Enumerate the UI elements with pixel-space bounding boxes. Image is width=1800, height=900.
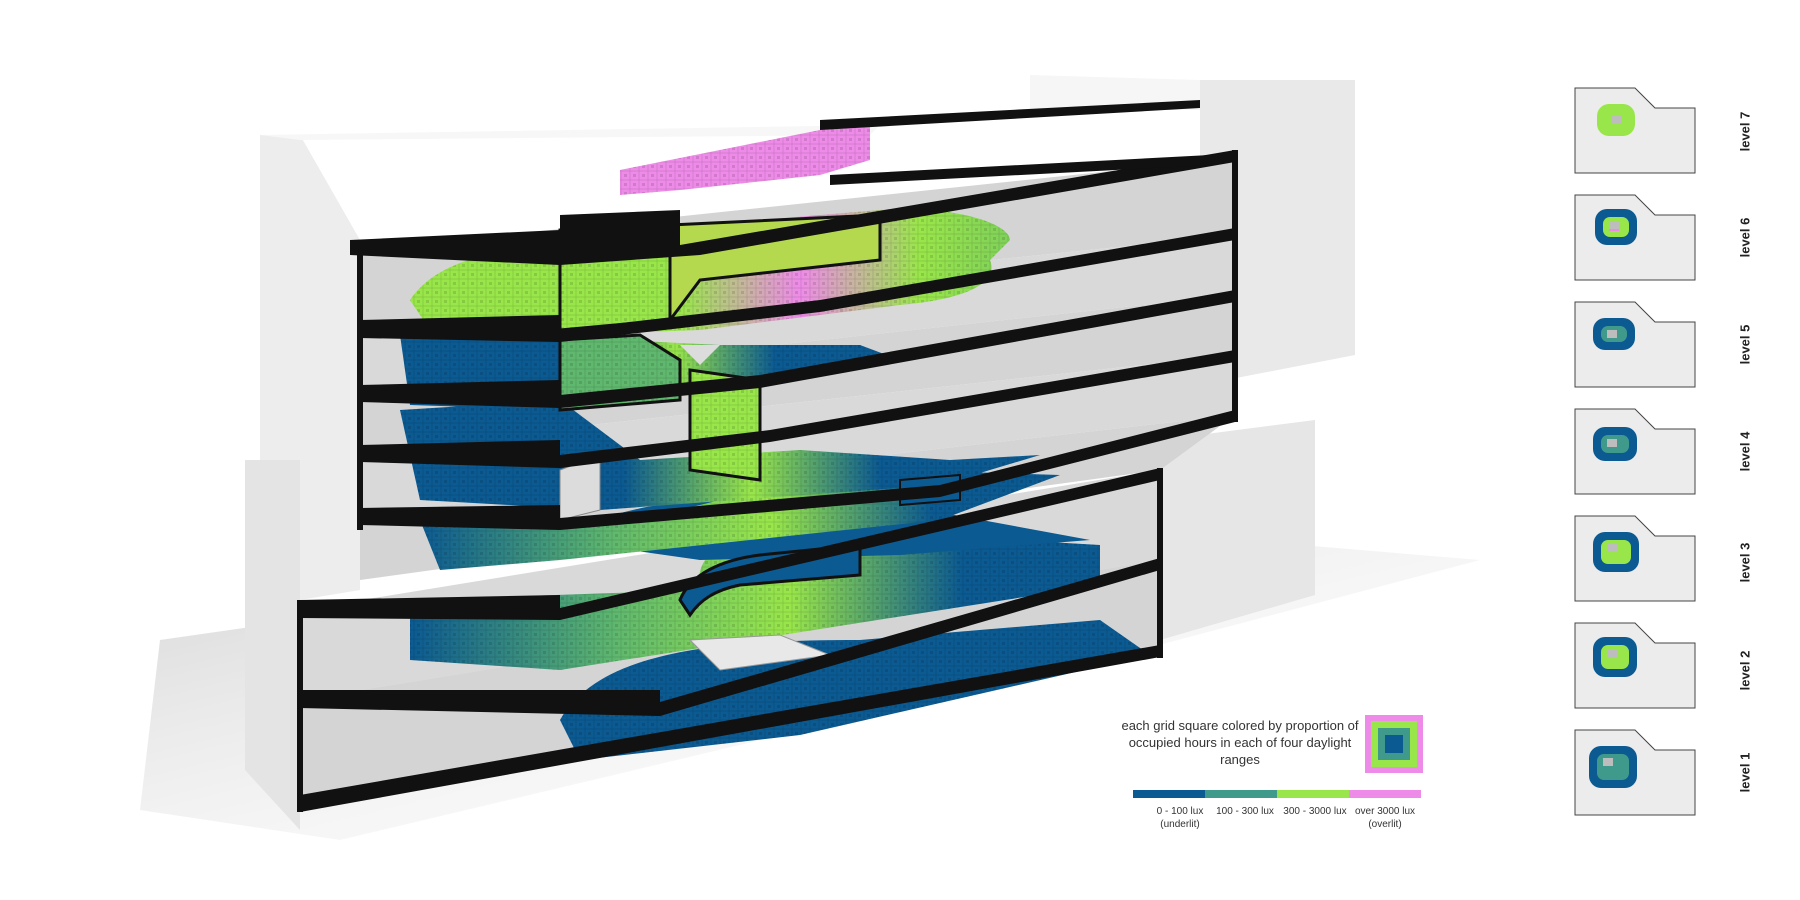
level-plan-thumbnail xyxy=(1574,515,1696,602)
legend-bar-segment xyxy=(1277,790,1349,798)
level-plan-thumbnail xyxy=(1574,301,1696,388)
range-label-low: 100 - 300 lux xyxy=(1216,806,1274,817)
range-label-overlit: over 3000 lux (overlit) xyxy=(1354,806,1416,830)
level-plan-thumbnail xyxy=(1574,408,1696,495)
legend-note: each grid square colored by proportion o… xyxy=(1121,718,1359,767)
level-plan-thumbnail xyxy=(1574,729,1696,816)
level-label-6: level 6 xyxy=(1737,217,1753,258)
level-label-4: level 4 xyxy=(1737,431,1753,472)
legend-color-bar xyxy=(1133,790,1421,798)
legend-bar-segment xyxy=(1133,790,1205,798)
level-label-1: level 1 xyxy=(1737,752,1753,793)
level-label-3: level 3 xyxy=(1737,542,1753,583)
legend-bar-segment xyxy=(1205,790,1277,798)
level-plan-thumbnails xyxy=(1574,87,1696,816)
level-plan-thumbnail xyxy=(1574,622,1696,709)
level-label-5: level 5 xyxy=(1737,324,1753,365)
legend-bar-segment xyxy=(1349,790,1421,798)
level-plan-thumbnail xyxy=(1574,87,1696,174)
legend-swatch-underlit xyxy=(1385,735,1403,753)
level-plan-thumbnail xyxy=(1574,194,1696,281)
level-label-2: level 2 xyxy=(1737,650,1753,691)
legend-graphic xyxy=(1133,715,1423,798)
level-label-7: level 7 xyxy=(1737,111,1753,152)
range-label-underlit: 0 - 100 lux (underlit) xyxy=(1156,806,1204,830)
floor-slabs xyxy=(297,100,1238,812)
building-massing xyxy=(245,75,1355,830)
range-label-good: 300 - 3000 lux xyxy=(1283,806,1347,817)
